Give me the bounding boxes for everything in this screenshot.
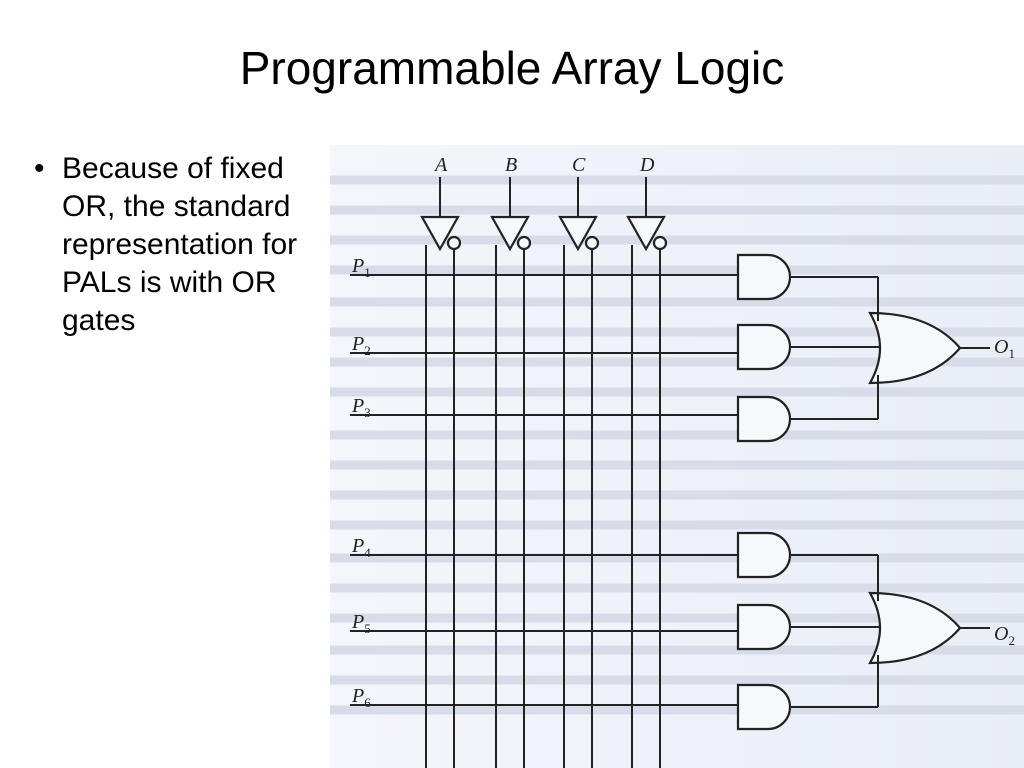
- input-label-b: B: [505, 154, 517, 176]
- buffer-a-icon: [420, 215, 460, 252]
- bullet-item: • Because of fixed OR, the standard repr…: [28, 150, 328, 340]
- input-label-a: A: [433, 154, 448, 176]
- product-label-p3: P3: [351, 395, 371, 420]
- or-gate-1-icon: [868, 311, 962, 385]
- bullet-list: • Because of fixed OR, the standard repr…: [28, 150, 328, 340]
- product-label-p4: P4: [351, 535, 371, 560]
- and-gate-3-icon: [736, 395, 792, 443]
- and-gate-4-icon: [736, 531, 792, 579]
- and-gate-1-icon: [736, 253, 792, 301]
- inverter-bubble-b-icon: [516, 235, 532, 251]
- pal-diagram-svg: A B C D: [330, 154, 1024, 768]
- product-label-p2: P2: [351, 333, 371, 358]
- slide-title: Programmable Array Logic: [239, 42, 785, 94]
- bullet-dot-icon: •: [34, 152, 45, 185]
- or-gate-o2: [790, 554, 990, 708]
- and-gates-group-2: [736, 531, 792, 731]
- vertical-input-lines: [425, 245, 661, 768]
- or-gate-2-icon: [868, 591, 962, 665]
- product-lines: [350, 274, 738, 706]
- inverter-bubble-d-icon: [652, 235, 668, 251]
- product-label-p1: P1: [351, 255, 371, 280]
- and-gates-group-1: [736, 253, 792, 443]
- inverter-bubble-a-icon: [446, 235, 462, 251]
- bullet-text: Because of fixed OR, the standard repres…: [62, 152, 298, 337]
- and-gate-5-icon: [736, 603, 792, 651]
- input-buffers: [420, 177, 668, 252]
- product-label-p5: P5: [351, 611, 371, 636]
- buffer-c-icon: [558, 215, 598, 252]
- and-gate-6-icon: [736, 683, 792, 731]
- background-text-texture: [330, 175, 1024, 715]
- buffer-d-icon: [626, 215, 666, 252]
- input-label-c: C: [572, 154, 586, 176]
- pal-diagram: A B C D: [330, 145, 1024, 768]
- output-label-o1: O1: [994, 336, 1015, 361]
- output-label-o2: O2: [994, 623, 1015, 648]
- input-label-d: D: [639, 154, 655, 176]
- or-gate-o1: [790, 276, 990, 420]
- buffer-b-icon: [490, 215, 530, 252]
- product-label-p6: P6: [351, 685, 371, 710]
- and-gate-2-icon: [736, 323, 792, 371]
- inverter-bubble-c-icon: [584, 235, 600, 251]
